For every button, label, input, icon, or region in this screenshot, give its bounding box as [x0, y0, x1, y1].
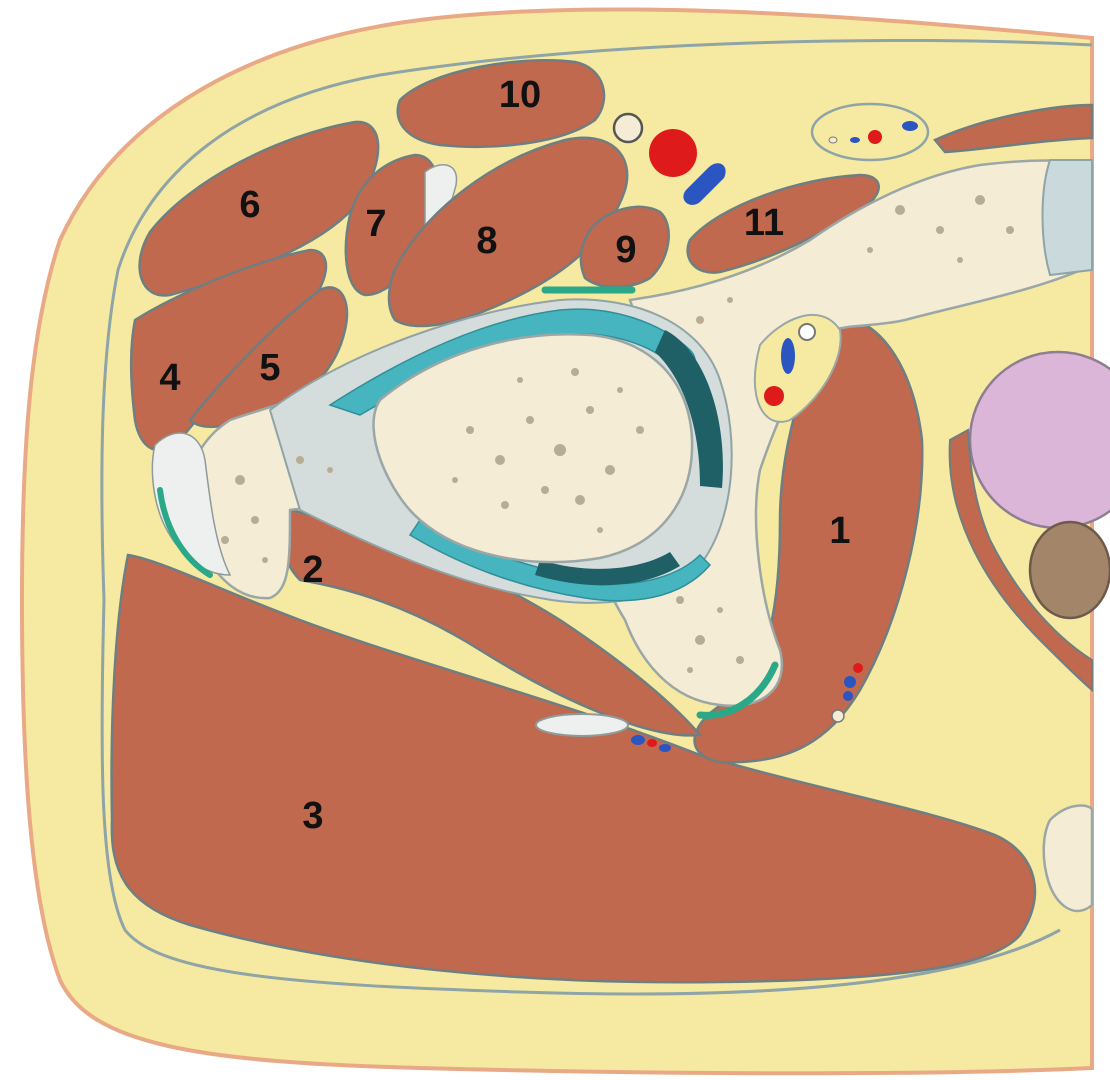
label-3: 3 — [302, 795, 323, 837]
obturator-vein — [781, 338, 795, 374]
rectum — [1030, 522, 1110, 618]
gluteal-vein-b — [659, 744, 671, 752]
label-2: 2 — [302, 549, 323, 591]
cord-vessel-3 — [829, 137, 837, 143]
pudendal-nerve — [832, 710, 844, 722]
label-10: 10 — [499, 74, 541, 116]
label-7: 7 — [365, 203, 386, 245]
gluteal-vein-a — [631, 735, 645, 745]
pudendal-artery — [853, 663, 863, 673]
cord-artery — [868, 130, 882, 144]
label-11: 11 — [744, 202, 784, 244]
label-5: 5 — [259, 347, 280, 389]
spermatic-cord — [812, 104, 928, 160]
femoral-artery — [649, 129, 697, 177]
label-6: 6 — [239, 184, 260, 226]
pudendal-vein-1 — [844, 676, 856, 688]
gluteal-artery-a — [647, 739, 657, 747]
label-8: 8 — [476, 220, 497, 262]
cord-vein-2 — [850, 137, 860, 143]
femoral-nerve — [614, 114, 642, 142]
label-1: 1 — [829, 510, 850, 552]
pubic-joint-cartilage — [1043, 160, 1093, 275]
obturator-artery — [764, 386, 784, 406]
label-4: 4 — [159, 357, 180, 399]
cord-vein-1 — [902, 121, 918, 131]
pudendal-vein-2 — [843, 691, 853, 701]
obturator-nerve — [799, 324, 815, 340]
sciatic-nerve — [536, 714, 628, 736]
label-9: 9 — [615, 229, 636, 271]
